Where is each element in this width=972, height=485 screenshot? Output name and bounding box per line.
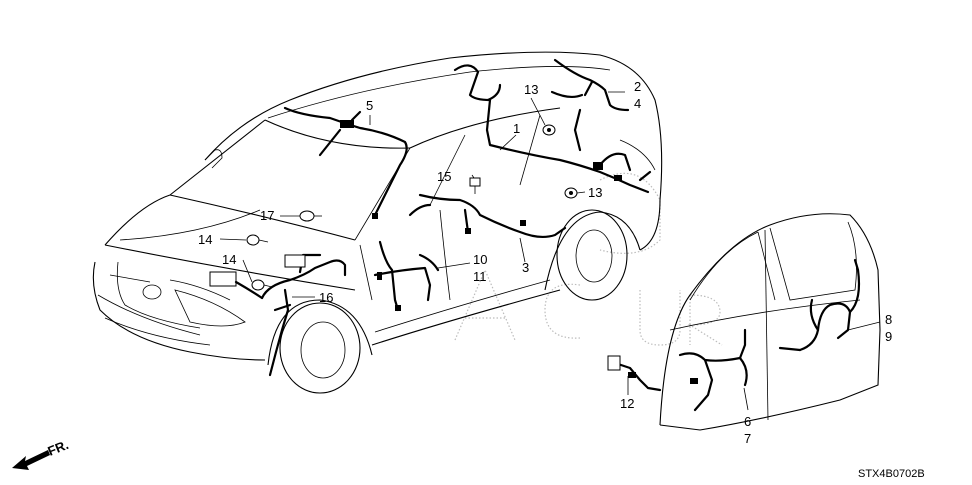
front-label: FR.	[46, 437, 71, 459]
callout-16: 16	[319, 290, 333, 305]
callout-10: 10	[473, 252, 487, 267]
part-15-clip	[469, 177, 481, 194]
callout-1: 1	[513, 121, 520, 136]
front-arrow-icon	[12, 450, 50, 470]
harness-floor-1	[453, 64, 652, 194]
harness-roof-5	[283, 106, 408, 219]
vehicle-body-outline	[92, 51, 663, 394]
rear-door-outline	[659, 213, 881, 431]
harness-side-3	[408, 193, 567, 239]
part-17-grommet	[299, 210, 322, 222]
callout-14-upper: 14	[198, 232, 212, 247]
harness-tailgate-2	[550, 58, 630, 112]
callout-14-lower: 14	[222, 252, 236, 267]
callout-9: 9	[885, 329, 892, 344]
callout-3: 3	[522, 260, 529, 275]
callout-8: 8	[885, 312, 892, 327]
harness-door-6	[678, 328, 748, 412]
callout-6: 6	[744, 414, 751, 429]
callout-7: 7	[744, 431, 751, 446]
callout-4: 4	[634, 96, 641, 111]
callout-17: 17	[260, 208, 274, 223]
harness-dash-10	[373, 240, 440, 312]
callout-5: 5	[366, 98, 373, 113]
callout-11: 11	[473, 269, 487, 284]
callout-15: 15	[437, 169, 451, 184]
harness-engine-16	[209, 253, 347, 377]
callout-2: 2	[634, 79, 641, 94]
harness-door-8	[778, 258, 861, 352]
front-direction-indicator: FR.	[12, 437, 71, 470]
part-13-lower	[564, 187, 578, 199]
harness-sub-12	[607, 355, 662, 392]
callout-12: 12	[620, 396, 634, 411]
leader-lines	[219, 91, 881, 411]
part-14-upper	[246, 234, 269, 246]
diagram-code: STX4B0702B	[858, 468, 925, 480]
part-13-upper	[542, 124, 556, 136]
callout-13-upper: 13	[524, 82, 538, 97]
part-14-lower	[251, 279, 273, 291]
callout-13-lower: 13	[588, 185, 602, 200]
